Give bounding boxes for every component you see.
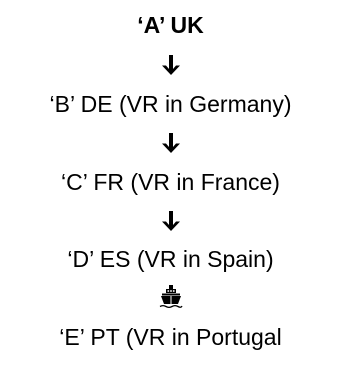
node-c-fr: ‘C’ FR (VR in France) [61,169,280,195]
down-arrow-icon [159,131,183,155]
node-e-pt: ‘E’ PT (VR in Portugal [59,324,282,350]
ship-icon [159,284,183,308]
down-arrow-icon [159,53,183,77]
node-b-de: ‘B’ DE (VR in Germany) [49,91,292,117]
down-arrow-icon [159,209,183,233]
node-d-es: ‘D’ ES (VR in Spain) [67,246,274,272]
node-a-uk: ‘A’ UK [137,12,204,38]
